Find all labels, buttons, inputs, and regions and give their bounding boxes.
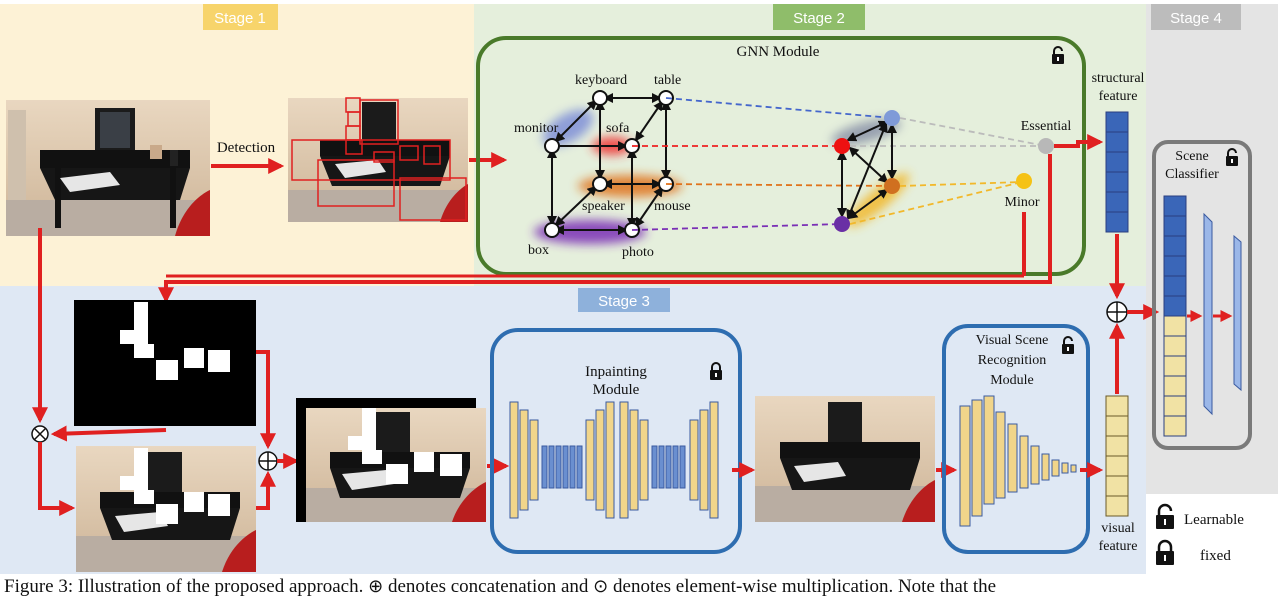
caption-mul-symbol: ⊙ (593, 576, 609, 596)
inpainting-network-layers (509, 401, 719, 519)
node-label-speaker: speaker (582, 199, 625, 214)
stage1-tab (203, 4, 278, 30)
stage4-title: Stage 4 (1170, 10, 1222, 27)
vsr-lock-icon (1062, 336, 1074, 354)
inpainted-photo (755, 396, 935, 522)
vsr-module-title-2: Recognition (978, 353, 1046, 368)
classifier-fc-layer-2 (1233, 234, 1242, 392)
pipeline-diagram: Stage 1 Stage 2 Stage 3 Stage 4 Detectio… (0, 4, 1278, 574)
mask-to-concat-arrow (256, 350, 276, 450)
visual-feature-label-1: visual (1101, 521, 1135, 536)
stage4-tab (1151, 4, 1241, 30)
gnn-edges (547, 93, 671, 235)
vsr-network-layers (959, 395, 1077, 527)
inpainting-module-box (490, 328, 742, 554)
node-label-mouse: mouse (654, 199, 691, 214)
multiply-to-masked-arrow (38, 442, 76, 516)
masked-to-concat-arrow (256, 470, 276, 510)
node-label-monitor: monitor (514, 121, 559, 136)
visual-feature-vector (1105, 395, 1129, 517)
vsr-module-title-3: Module (990, 373, 1034, 388)
minor-node (1016, 173, 1032, 189)
visual-feature-label-2: feature (1099, 539, 1138, 554)
mask-to-multiply-arrow (50, 425, 167, 442)
caption-prefix: Figure 3: Illustration of the proposed a… (4, 576, 364, 597)
structural-feature-label-2: feature (1099, 89, 1138, 104)
legend-learnable-label: Learnable (1184, 512, 1244, 528)
stacked-input (296, 398, 486, 522)
node-label-keyboard: keyboard (575, 73, 627, 88)
fixed-legend-icon (1156, 539, 1174, 565)
inpainting-lock-icon (710, 362, 722, 380)
classifier-lock-icon (1226, 148, 1238, 166)
vsr-module-title-1: Visual Scene (976, 333, 1049, 348)
caption-suffix: denotes element-wise multiplication. Not… (608, 576, 997, 597)
classifier-fc-layer-1 (1203, 212, 1213, 416)
vsr-module-box (942, 324, 1090, 554)
masked-photo (76, 446, 256, 572)
figure-caption: Figure 3: Illustration of the proposed a… (4, 574, 1278, 599)
node-label-sofa: sofa (606, 121, 630, 136)
essential-to-structural-arrow (1054, 134, 1104, 150)
stage1-title: Stage 1 (214, 10, 266, 27)
compressed-graph-nodes (834, 110, 900, 232)
combined-feature-vector (1163, 195, 1187, 437)
gnn-module-box (476, 36, 1086, 276)
detection-label: Detection (217, 140, 276, 156)
scene-classifier-title-2: Classifier (1165, 167, 1219, 182)
structural-feature-label-1: structural (1092, 71, 1145, 86)
stage3-title: Stage 3 (598, 293, 650, 310)
compressed-graph-edges (837, 120, 897, 220)
gnn-module-title: GNN Module (737, 44, 820, 60)
inpainting-module-title-1: Inpainting (585, 364, 647, 380)
node-label-box: box (528, 243, 549, 258)
stage2-title: Stage 2 (793, 10, 845, 27)
scene-classifier-box (1152, 140, 1252, 450)
structural-feature-vector (1105, 111, 1129, 233)
gnn-lock-icon (1052, 46, 1064, 64)
caption-add-symbol: ⊕ (368, 576, 384, 596)
caption-middle: denotes concatenation and (383, 576, 594, 597)
essential-label: Essential (1021, 119, 1072, 134)
inpainting-module-title-2: Module (593, 382, 640, 398)
node-label-table: table (654, 73, 681, 88)
legend-fixed-label: fixed (1200, 548, 1231, 564)
learnable-legend-icon (1156, 503, 1174, 529)
gnn-nodes (544, 90, 674, 238)
scene-classifier-title-1: Scene (1175, 149, 1208, 164)
input-photo (6, 100, 210, 236)
mask-image (74, 300, 256, 426)
essential-node (1038, 138, 1054, 154)
essential-return-line (158, 154, 1052, 304)
stage2-tab (773, 4, 865, 30)
detected-photo (288, 97, 468, 222)
minor-label: Minor (1005, 195, 1040, 210)
node-label-photo: photo (622, 245, 654, 260)
stage3-tab (578, 288, 670, 312)
